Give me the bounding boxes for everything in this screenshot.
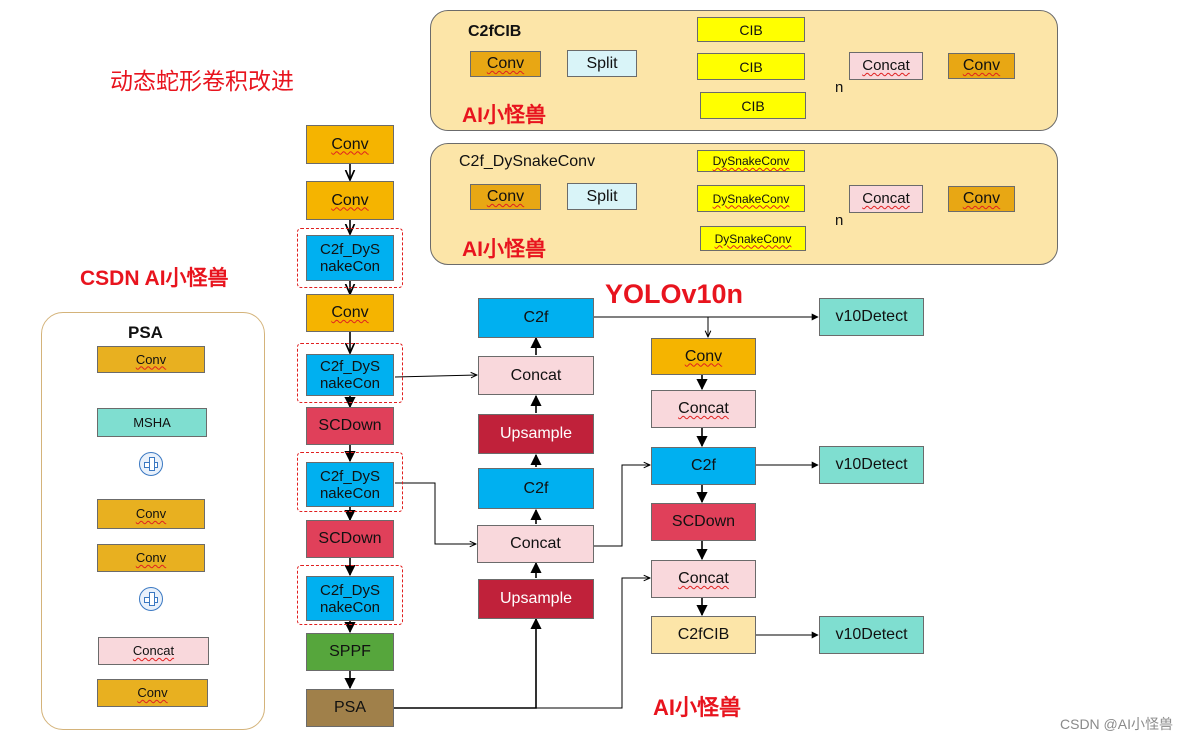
- backbone-c2f-dysnakeconv-1: C2f_DyS nakeCon: [306, 235, 394, 281]
- neck-scdown: SCDown: [651, 503, 756, 541]
- c2f-dsc-3-line2: nakeCon: [319, 484, 381, 502]
- c2fdsc-concat: Concat: [849, 185, 923, 213]
- watermark-bottom: AI小怪兽: [653, 695, 742, 720]
- c2fcib-conv-out: Conv: [948, 53, 1015, 79]
- c2fcib-conv-in: Conv: [470, 51, 541, 77]
- c2f-dsc-highlight-4: [297, 565, 403, 625]
- neck-concat-mid: Concat: [477, 525, 594, 563]
- neck-concat-1: Concat: [651, 390, 756, 428]
- neck-conv: Conv: [651, 338, 756, 375]
- backbone-scdown-1: SCDown: [306, 407, 394, 445]
- backbone-psa: PSA: [306, 689, 394, 727]
- c2fcib-cib-2: CIB: [697, 53, 805, 80]
- c2f-dsc-2-line1: C2f_DyS: [319, 358, 381, 375]
- psa-conv-2: Conv: [97, 499, 205, 529]
- neck-upsample-top: Upsample: [478, 414, 594, 454]
- backbone-c2f-dysnakeconv-4: C2f_DyS nakeCon: [306, 576, 394, 621]
- backbone-conv-3: Conv: [306, 294, 394, 332]
- neck-upsample-bottom: Upsample: [478, 579, 594, 619]
- c2fcib-n-label: n: [835, 79, 844, 96]
- c2fcib-cib-1: CIB: [697, 17, 805, 42]
- psa-add-icon-1: [139, 452, 163, 476]
- c2f-dsc-4-line1: C2f_DyS: [319, 581, 381, 599]
- c2f-dsc-4-line2: nakeCon: [319, 598, 381, 616]
- neck-c2f: C2f: [651, 447, 756, 485]
- yolo-title: YOLOv10n: [605, 279, 744, 309]
- backbone-conv-2: Conv: [306, 181, 394, 220]
- neck-c2f-top: C2f: [478, 298, 594, 338]
- watermark-panel2: AI小怪兽: [462, 238, 546, 261]
- neck-concat-top: Concat: [478, 356, 594, 395]
- c2fcib-concat: Concat: [849, 52, 923, 80]
- diagram-title: 动态蛇形卷积改进: [110, 68, 294, 94]
- backbone-c2f-dysnakeconv-2: C2f_DyS nakeCon: [306, 354, 394, 396]
- backbone-scdown-2: SCDown: [306, 520, 394, 558]
- backbone-sppf: SPPF: [306, 633, 394, 671]
- c2fcib-cib-3: CIB: [700, 92, 806, 119]
- c2fdsc-dysnakeconv-1: DySnakeConv: [697, 150, 805, 172]
- psa-add-icon-2: [139, 587, 163, 611]
- c2fdsc-n-label: n: [835, 212, 844, 229]
- c2f-dsc-2-line2: nakeCon: [319, 375, 381, 392]
- c2fdsc-conv-in: Conv: [470, 184, 541, 210]
- psa-title: PSA: [128, 323, 163, 342]
- c2fcib-title: C2fCIB: [468, 23, 522, 40]
- c2f-dsc-highlight-2: [297, 343, 403, 403]
- psa-conv-3: Conv: [97, 544, 205, 572]
- psa-conv-1: Conv: [97, 346, 205, 373]
- v10detect-1: v10Detect: [819, 298, 924, 336]
- watermark-panel1: AI小怪兽: [462, 104, 546, 127]
- c2f-dsc-3-line1: C2f_DyS: [319, 467, 381, 485]
- v10detect-3: v10Detect: [819, 616, 924, 654]
- c2fdsc-title: C2f_DySnakeConv: [459, 153, 596, 170]
- c2fdsc-conv-out: Conv: [948, 186, 1015, 212]
- c2fcib-split: Split: [567, 50, 637, 77]
- psa-conv-4: Conv: [97, 679, 208, 707]
- c2f-dsc-highlight-3: [297, 452, 403, 512]
- neck-c2fcib: C2fCIB: [651, 616, 756, 654]
- c2fdsc-split: Split: [567, 183, 637, 210]
- c2f-dsc-1-line1: C2f_DyS: [319, 241, 381, 258]
- c2f-dsc-1-line2: nakeCon: [319, 258, 381, 275]
- psa-msha: MSHA: [97, 408, 207, 437]
- neck-concat-2: Concat: [651, 560, 756, 598]
- psa-concat: Concat: [98, 637, 209, 665]
- neck-c2f-mid: C2f: [478, 468, 594, 509]
- c2fdsc-dysnakeconv-2: DySnakeConv: [697, 185, 805, 212]
- c2f-dsc-highlight-1: [297, 228, 403, 288]
- backbone-c2f-dysnakeconv-3: C2f_DyS nakeCon: [306, 462, 394, 507]
- watermark-mid: CSDN AI小怪兽: [80, 267, 229, 290]
- v10detect-2: v10Detect: [819, 446, 924, 484]
- footer-credit: CSDN @AI小怪兽: [1060, 716, 1173, 732]
- c2fdsc-dysnakeconv-3: DySnakeConv: [700, 226, 806, 251]
- backbone-conv-1: Conv: [306, 125, 394, 164]
